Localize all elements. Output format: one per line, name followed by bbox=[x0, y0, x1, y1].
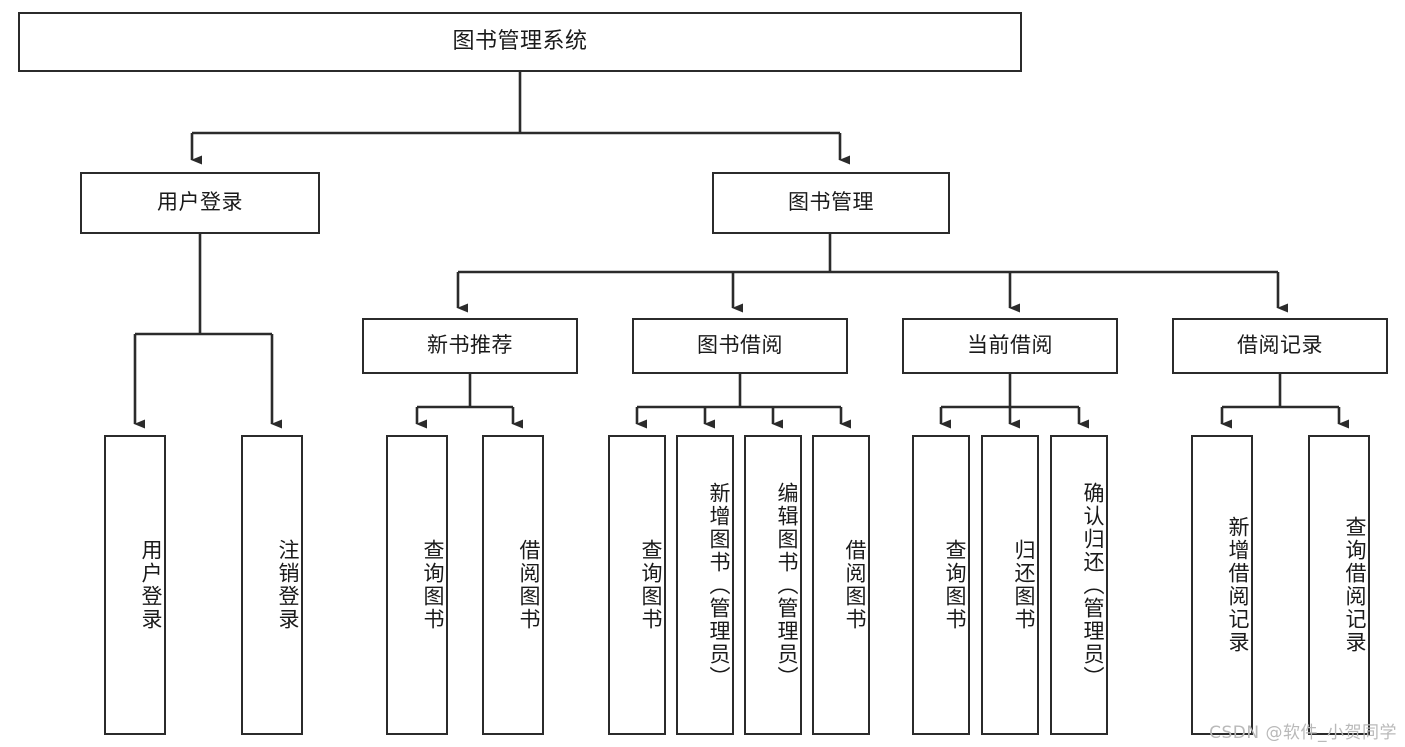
node-label: 借阅图书 bbox=[843, 539, 867, 631]
node-label: 查询借阅记录 bbox=[1343, 516, 1367, 654]
node-label: 图书管理系统 bbox=[452, 28, 588, 54]
leaf-book-borrow-edit-book-admin[interactable]: 编辑图书（管理员） bbox=[744, 435, 802, 735]
node-root-book-management-system[interactable]: 图书管理系统 bbox=[18, 12, 1022, 72]
node-label: 确认归还（管理员） bbox=[1081, 481, 1105, 689]
leaf-user-login-login[interactable]: 用户登录 bbox=[104, 435, 166, 735]
node-label: 查询图书 bbox=[421, 539, 445, 631]
leaf-current-borrow-return-book[interactable]: 归还图书 bbox=[981, 435, 1039, 735]
node-current-borrow[interactable]: 当前借阅 bbox=[902, 318, 1118, 374]
leaf-borrow-record-query-record[interactable]: 查询借阅记录 bbox=[1308, 435, 1370, 735]
leaf-book-borrow-query-book[interactable]: 查询图书 bbox=[608, 435, 666, 735]
node-new-book-recommendation[interactable]: 新书推荐 bbox=[362, 318, 578, 374]
leaf-user-login-logout[interactable]: 注销登录 bbox=[241, 435, 303, 735]
node-label: 借阅图书 bbox=[517, 539, 541, 631]
node-label: 编辑图书（管理员） bbox=[775, 481, 799, 689]
node-label: 图书管理 bbox=[788, 190, 874, 215]
leaf-new-book-query-book[interactable]: 查询图书 bbox=[386, 435, 448, 735]
node-label: 借阅记录 bbox=[1237, 333, 1323, 358]
csdn-watermark: CSDN @软件_小贺同学 bbox=[1209, 723, 1397, 743]
leaf-book-borrow-borrow-book[interactable]: 借阅图书 bbox=[812, 435, 870, 735]
leaf-new-book-borrow-book[interactable]: 借阅图书 bbox=[482, 435, 544, 735]
leaf-borrow-record-add-record[interactable]: 新增借阅记录 bbox=[1191, 435, 1253, 735]
node-label: 用户登录 bbox=[139, 539, 163, 631]
node-label: 新增借阅记录 bbox=[1226, 516, 1250, 654]
leaf-book-borrow-add-book-admin[interactable]: 新增图书（管理员） bbox=[676, 435, 734, 735]
node-user-login[interactable]: 用户登录 bbox=[80, 172, 320, 234]
node-label: 归还图书 bbox=[1012, 539, 1036, 631]
node-label: 查询图书 bbox=[639, 539, 663, 631]
node-book-management[interactable]: 图书管理 bbox=[712, 172, 950, 234]
node-label: 新增图书（管理员） bbox=[707, 481, 731, 689]
leaf-current-borrow-query-book[interactable]: 查询图书 bbox=[912, 435, 970, 735]
node-label: 注销登录 bbox=[276, 539, 300, 631]
node-borrow-record[interactable]: 借阅记录 bbox=[1172, 318, 1388, 374]
node-label: 图书借阅 bbox=[697, 333, 783, 358]
node-label: 查询图书 bbox=[943, 539, 967, 631]
node-book-borrow[interactable]: 图书借阅 bbox=[632, 318, 848, 374]
node-label: 用户登录 bbox=[157, 190, 243, 215]
node-label: 新书推荐 bbox=[427, 333, 513, 358]
leaf-current-borrow-confirm-return-admin[interactable]: 确认归还（管理员） bbox=[1050, 435, 1108, 735]
node-label: 当前借阅 bbox=[967, 333, 1053, 358]
